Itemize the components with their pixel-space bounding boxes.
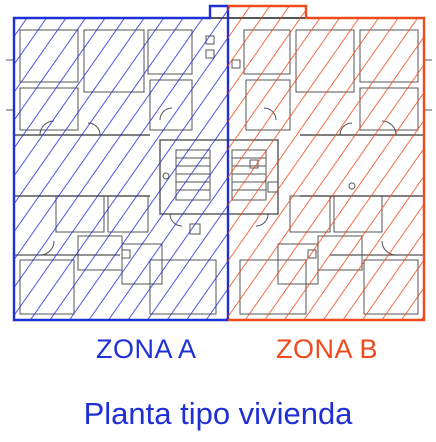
- zone-a-area: [12, 4, 230, 322]
- zone-b-label: ZONA B: [276, 334, 379, 364]
- zone-a-label: ZONA A: [96, 334, 197, 364]
- zone-b-area: [228, 4, 426, 322]
- plan-caption: Planta tipo vivienda: [83, 396, 353, 431]
